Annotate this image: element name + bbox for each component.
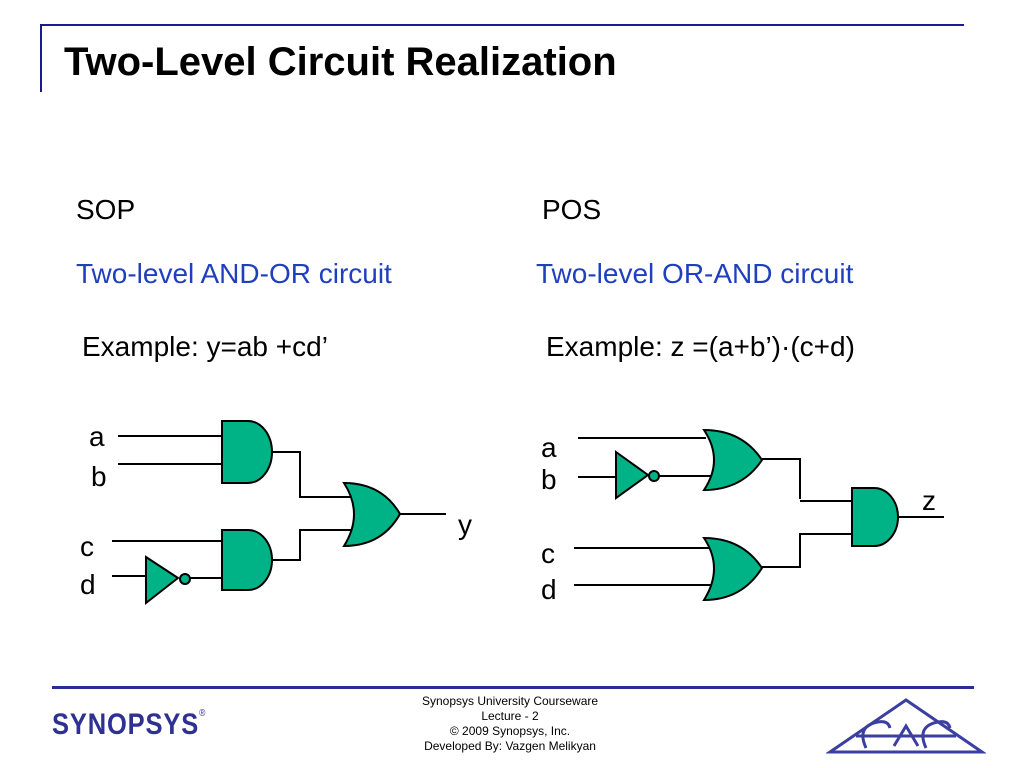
label-z: z	[922, 485, 936, 516]
inverter-sop	[145, 555, 180, 606]
footer-line-1: Synopsys University Courseware	[421, 694, 599, 708]
footer-credits: Synopsys University Courseware Lecture -…	[380, 694, 640, 754]
or-gate-1	[702, 428, 764, 492]
pos-heading: POS	[542, 194, 602, 225]
sop-subtitle: Two-level AND-OR circuit	[76, 258, 392, 289]
label-c-sop: c	[80, 531, 94, 562]
pos-subtitle: Two-level OR-AND circuit	[536, 258, 854, 289]
slide-title: Two-Level Circuit Realization	[64, 40, 617, 84]
label-d-pos: d	[541, 574, 557, 605]
footer-line-3: © 2009 Synopsys, Inc.	[449, 724, 571, 738]
label-a-pos: a	[541, 432, 557, 463]
title-rule-left	[40, 24, 42, 92]
sop-heading: SOP	[76, 194, 136, 225]
or-gate-2	[702, 536, 764, 602]
label-d-sop: d	[80, 569, 96, 600]
footer-line-4: Developed By: Vazgen Melikyan	[424, 739, 596, 753]
label-b-sop: b	[91, 461, 107, 492]
and-gate-1	[221, 420, 273, 484]
footer-line-2: Lecture - 2	[481, 709, 539, 723]
inverter-pos	[615, 450, 650, 500]
or-gate	[342, 481, 402, 548]
inverter-bubble-pos	[648, 470, 660, 482]
sop-example: Example: y=ab +cd’	[82, 331, 328, 362]
title-rule-top	[40, 24, 964, 26]
label-b-pos: b	[541, 464, 557, 495]
courseware-logo-icon	[826, 698, 986, 754]
and-gate	[851, 487, 899, 547]
and-gate-2	[221, 529, 273, 591]
wire-or2-to-and	[762, 533, 852, 568]
synopsys-logo: SYNOPSYS®	[52, 708, 207, 741]
label-c-pos: c	[541, 538, 555, 569]
footer-rule	[52, 686, 974, 689]
wire-and2-to-or	[270, 529, 352, 561]
label-a-sop: a	[89, 421, 105, 452]
label-y: y	[458, 509, 472, 540]
wire-or1-to-and	[762, 458, 801, 499]
wire-and1-to-or	[270, 451, 352, 498]
inverter-bubble-sop	[179, 573, 191, 585]
pos-example: Example: z =(a+b’)·(c+d)	[546, 331, 855, 362]
